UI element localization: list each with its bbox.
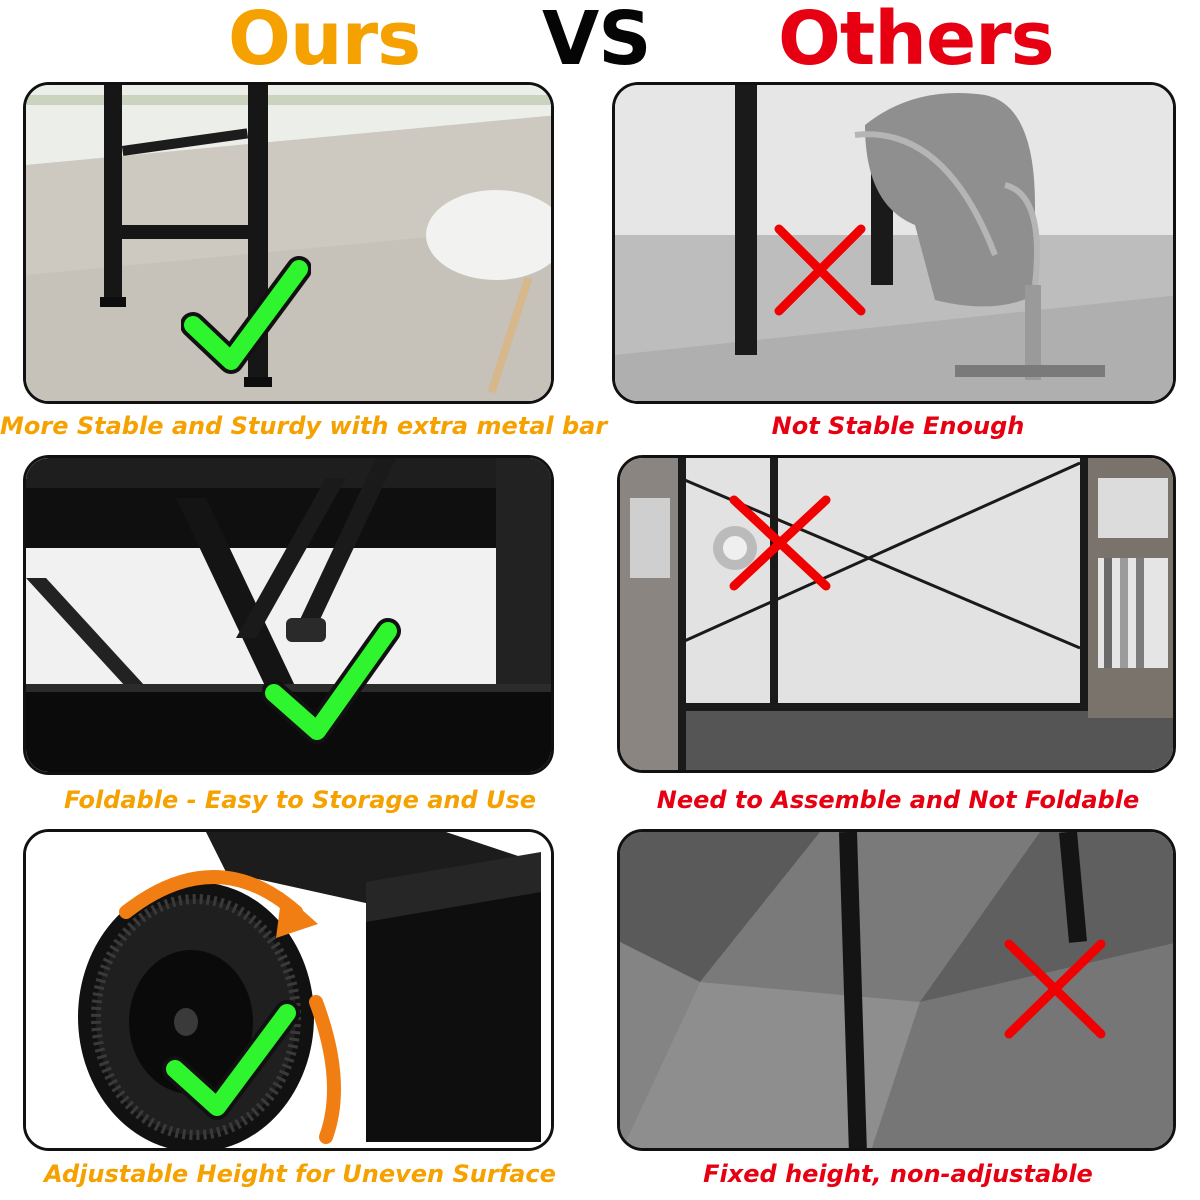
ours-caption-adjustable: Adjustable Height for Uneven Surface (44, 1160, 556, 1188)
check-icon (181, 256, 311, 374)
desk-shelf-photo (620, 458, 1173, 770)
others-caption-stability: Not Stable Enough (771, 412, 1025, 440)
others-panel-stability (612, 82, 1176, 404)
check-icon (162, 1000, 300, 1120)
folding-leg-photo (26, 458, 551, 772)
others-caption-foldable: Need to Assemble and Not Foldable (656, 786, 1140, 814)
ours-caption-stability: More Stable and Sturdy with extra metal … (0, 412, 608, 440)
others-panel-foldable (617, 455, 1176, 773)
others-caption-adjustable: Fixed height, non-adjustable (703, 1160, 1093, 1188)
ours-heading: Ours (228, 0, 421, 82)
check-icon (262, 618, 401, 744)
cross-icon (1004, 939, 1106, 1039)
desk-chair-photo (615, 85, 1173, 401)
cross-icon (774, 224, 866, 316)
cross-icon (729, 495, 831, 591)
ours-panel-stability (23, 82, 554, 404)
desk-leg-photo (26, 85, 551, 401)
ours-panel-foldable (23, 455, 554, 775)
rotate-arrow-icon (119, 870, 341, 1144)
others-heading: Others (778, 0, 1055, 82)
fixed-leg-photo (620, 832, 1173, 1148)
others-panel-adjustable (617, 829, 1176, 1151)
ours-panel-adjustable (23, 829, 554, 1151)
ours-caption-foldable: Foldable - Easy to Storage and Use (63, 786, 537, 814)
vs-heading: VS (542, 0, 652, 82)
adjustable-foot-photo (26, 832, 551, 1148)
